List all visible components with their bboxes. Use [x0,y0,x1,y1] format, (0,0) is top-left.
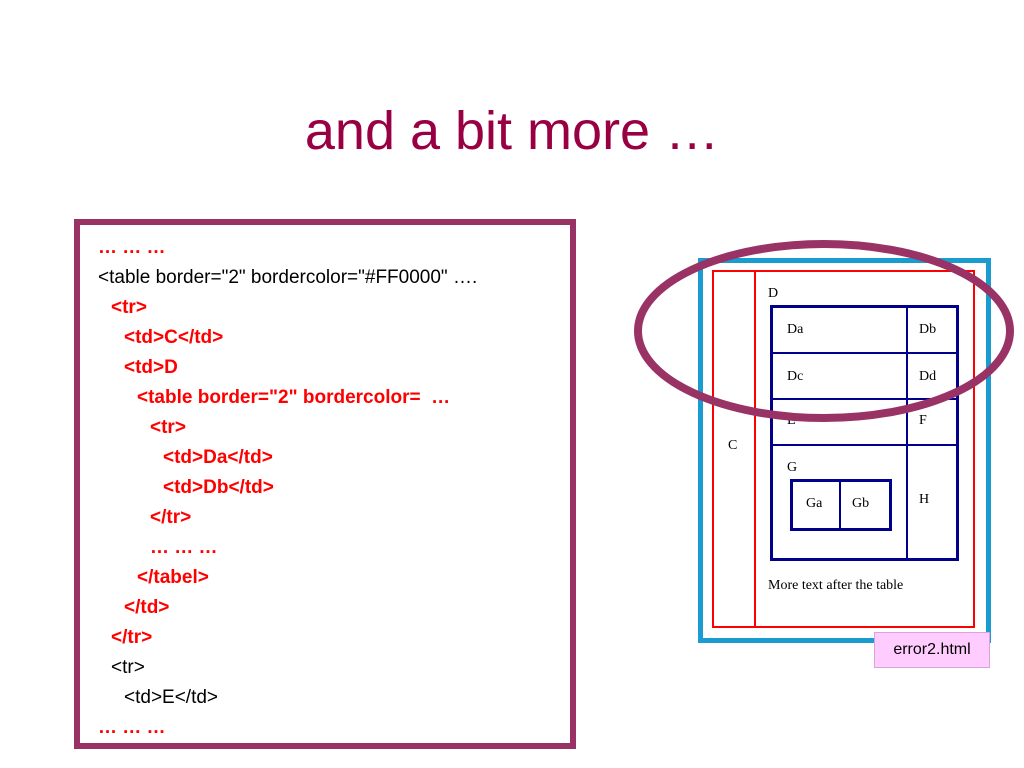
code-line: </td> [124,597,170,618]
g-col-line [839,482,841,528]
cell-g: G [787,460,798,475]
code-line: … … … [98,717,166,738]
code-line: <tr> [111,657,145,678]
cell-db: Db [919,322,937,337]
code-line: … … … [150,537,218,558]
code-line: </tr> [150,507,192,528]
code-box: … … … <table border="2" bordercolor="#FF0… [74,219,576,749]
code-line: <td>Da</td> [163,447,273,468]
slide-title: and a bit more … [304,101,720,161]
g-table: Ga Gb [790,479,892,531]
file-name-badge: error2.html [874,632,990,668]
code-line: <table border="2" bordercolor= … [137,387,451,408]
footer-text: More text after the table [768,578,904,593]
cell-e: E [787,413,796,428]
cell-dc: Dc [787,369,804,384]
rendered-preview: C D Da Db Dc Dd E F G H Ga Gb More text … [698,258,991,643]
inner-col-line [906,308,908,558]
cell-da: Da [787,322,804,337]
cell-ga: Ga [806,496,823,511]
cell-f: F [919,413,927,428]
outer-table-divider [754,272,756,626]
inner-row-line [773,352,956,354]
code-line: </tabel> [137,567,209,588]
code-line: <td>C</td> [124,327,224,348]
cell-gb: Gb [852,496,870,511]
code-line: <td>D [124,357,178,378]
inner-table: Da Db Dc Dd E F G H Ga Gb [770,305,959,561]
cell-d: D [768,286,779,301]
inner-row-line [773,398,956,400]
inner-row-line [773,444,956,446]
code-line: … … … [98,237,166,258]
outer-table-border: C D Da Db Dc Dd E F G H Ga Gb More text … [712,270,975,628]
code-line: </tr> [111,627,153,648]
code-line: <table border="2" bordercolor="#FF0000" … [98,267,478,288]
cell-dd: Dd [919,369,937,384]
code-line: <tr> [111,297,147,318]
code-line: <td>E</td> [124,687,219,708]
cell-h: H [919,492,930,507]
cell-c: C [728,438,738,453]
code-line: <td>Db</td> [163,477,274,498]
code-line: <tr> [150,417,186,438]
